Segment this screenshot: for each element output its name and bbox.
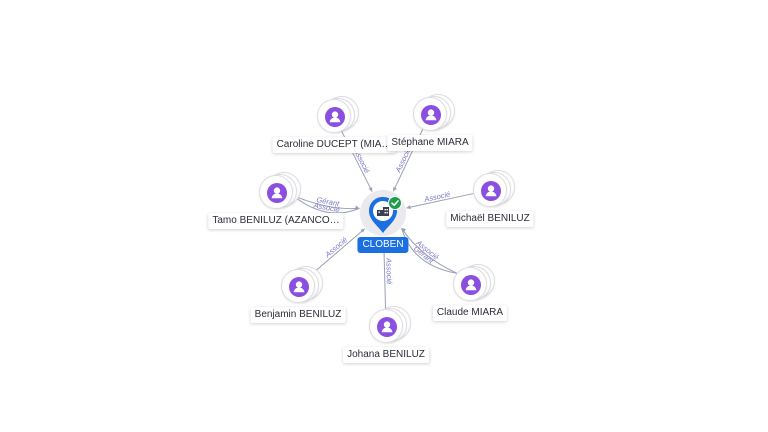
person-icon: [289, 277, 309, 297]
avatar-ring: [259, 175, 293, 209]
avatar-ring: [317, 99, 351, 133]
relation-label: Associé: [323, 235, 350, 260]
avatar-ring: [473, 173, 507, 207]
person-avatar-stack: [413, 94, 455, 131]
person-icon: [377, 317, 397, 337]
relation-label: Associé: [384, 257, 394, 284]
avatar-ring: [281, 269, 315, 303]
person-icon: [267, 183, 287, 203]
person-icon: [461, 275, 481, 295]
relation-label: Gérant: [316, 195, 341, 208]
person-name-label: Claude MIARA: [432, 305, 508, 321]
edge-arrow-icon: [393, 186, 397, 192]
center-company-label: CLOBEN: [357, 237, 409, 253]
person-name-label: Benjamin BENILUZ: [250, 307, 346, 323]
person-icon: [481, 181, 501, 201]
edge-arrow-icon: [406, 205, 411, 210]
person-avatar-stack: [317, 96, 359, 133]
avatar-ring: [369, 309, 403, 343]
person-avatar-stack: [281, 266, 323, 303]
relation-edge: [406, 193, 474, 209]
person-name-label: Michaël BENILUZ: [446, 211, 534, 227]
edge-arrow-icon: [360, 228, 365, 233]
person-name-label: Tamo BENILUZ (AZANCO…: [208, 213, 344, 229]
person-name-label: Johana BENILUZ: [343, 347, 429, 363]
relation-edge: [292, 194, 360, 214]
edge-arrow-icon: [401, 228, 406, 233]
relation-edge: [401, 228, 457, 274]
avatar-ring: [453, 267, 487, 301]
person-avatar-stack: [369, 306, 411, 343]
edge-arrow-icon: [368, 187, 373, 192]
avatar-ring: [413, 97, 447, 131]
edge-arrow-icon: [355, 205, 360, 210]
person-avatar-stack: [259, 172, 301, 209]
person-icon: [421, 105, 441, 125]
person-avatar-stack: [473, 170, 515, 207]
person-name-label: Caroline DUCEPT (MIA…: [272, 137, 396, 153]
person-icon: [325, 107, 345, 127]
person-name-label: Stéphane MIARA: [387, 135, 473, 151]
relation-edge: [401, 227, 458, 274]
relation-edge: [292, 194, 360, 210]
active-check-icon: [388, 196, 402, 210]
person-avatar-stack: [453, 264, 495, 301]
